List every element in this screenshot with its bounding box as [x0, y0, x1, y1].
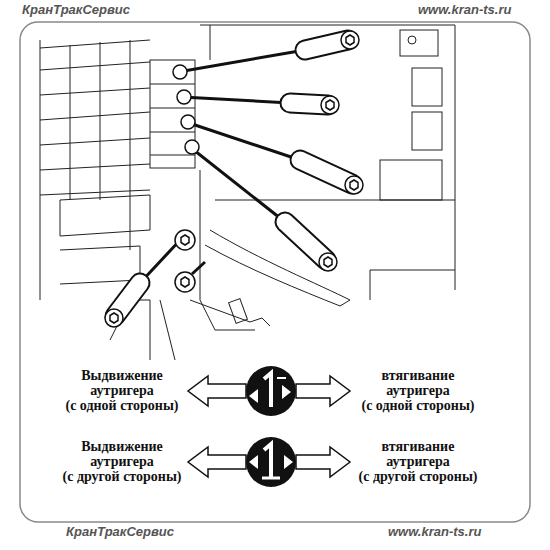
lever-rod	[178, 50, 305, 72]
rod-ring	[185, 140, 199, 154]
lever-rods	[140, 50, 305, 283]
right-arrow	[296, 447, 350, 477]
action-label: втягивание аутригера (с другой стороны)	[352, 439, 484, 484]
connector	[229, 299, 248, 324]
handle-cap	[321, 96, 339, 114]
hex-socket	[326, 100, 334, 110]
symbol-arrow	[284, 455, 293, 469]
action-label: Выдвижение аутригера (с одной стороны)	[56, 368, 188, 413]
handle-outline	[285, 222, 326, 260]
symbol-arrow	[249, 389, 258, 403]
symbol-glyph	[264, 373, 271, 407]
panel-box	[400, 30, 438, 56]
cable	[205, 230, 350, 306]
rod-ring	[173, 65, 187, 79]
hex-socket	[181, 277, 189, 287]
symbol-arrow	[282, 385, 291, 399]
handle-cap	[345, 176, 363, 194]
rod-ring	[181, 115, 195, 129]
watermark: www.kran-ts.ru	[418, 2, 550, 17]
handle-caps	[105, 31, 363, 327]
action-label: втягивание аутригера (с одной стороны)	[352, 368, 484, 413]
left-arrow	[188, 447, 246, 477]
hex-socket	[350, 180, 358, 190]
lever-symbol	[246, 437, 296, 487]
watermark: КранТракСервис	[66, 524, 236, 539]
left-arrow	[188, 376, 246, 406]
linkage	[190, 300, 270, 326]
hex-socket	[324, 257, 332, 267]
hex-socket	[346, 35, 354, 45]
frame-lines	[370, 270, 455, 300]
rod-ring	[175, 230, 195, 250]
symbol-arrow	[249, 455, 258, 469]
panel-box	[412, 112, 442, 150]
frame-lines	[200, 25, 455, 300]
handle-outline	[300, 160, 352, 184]
action-label: Выдвижение аутригера (с другой стороны)	[56, 439, 188, 484]
frame	[20, 22, 530, 522]
symbol-glyph	[277, 377, 286, 379]
lever-rod	[192, 262, 205, 274]
symbol-glyph	[262, 477, 280, 480]
handle-cap	[319, 253, 337, 271]
lever-symbols	[246, 366, 296, 487]
symbol-glyph	[264, 444, 271, 478]
panel-lines	[40, 40, 130, 300]
panel-lines	[40, 40, 150, 195]
watermark: КранТракСервис	[22, 2, 192, 17]
rod-ring	[175, 272, 195, 292]
watermark: www.kran-ts.ru	[388, 524, 550, 539]
handle-body	[285, 222, 326, 260]
hex-socket	[181, 235, 189, 245]
panel-lines	[60, 195, 150, 284]
handle-cap	[105, 309, 123, 327]
bolt	[408, 36, 416, 44]
rod-rings	[173, 65, 199, 292]
lever-rod	[182, 97, 290, 103]
lever-symbol	[246, 366, 296, 416]
panel-box	[412, 68, 442, 106]
lever-rod	[190, 147, 285, 222]
right-arrow	[296, 376, 350, 406]
handle-cap	[341, 31, 359, 49]
lever-handles	[115, 40, 352, 316]
machine-body	[40, 25, 455, 360]
hex-socket	[110, 313, 118, 323]
panel-box	[380, 160, 442, 200]
rod-ring	[177, 90, 191, 104]
handle-body	[300, 160, 352, 184]
lever-rod	[186, 122, 300, 160]
